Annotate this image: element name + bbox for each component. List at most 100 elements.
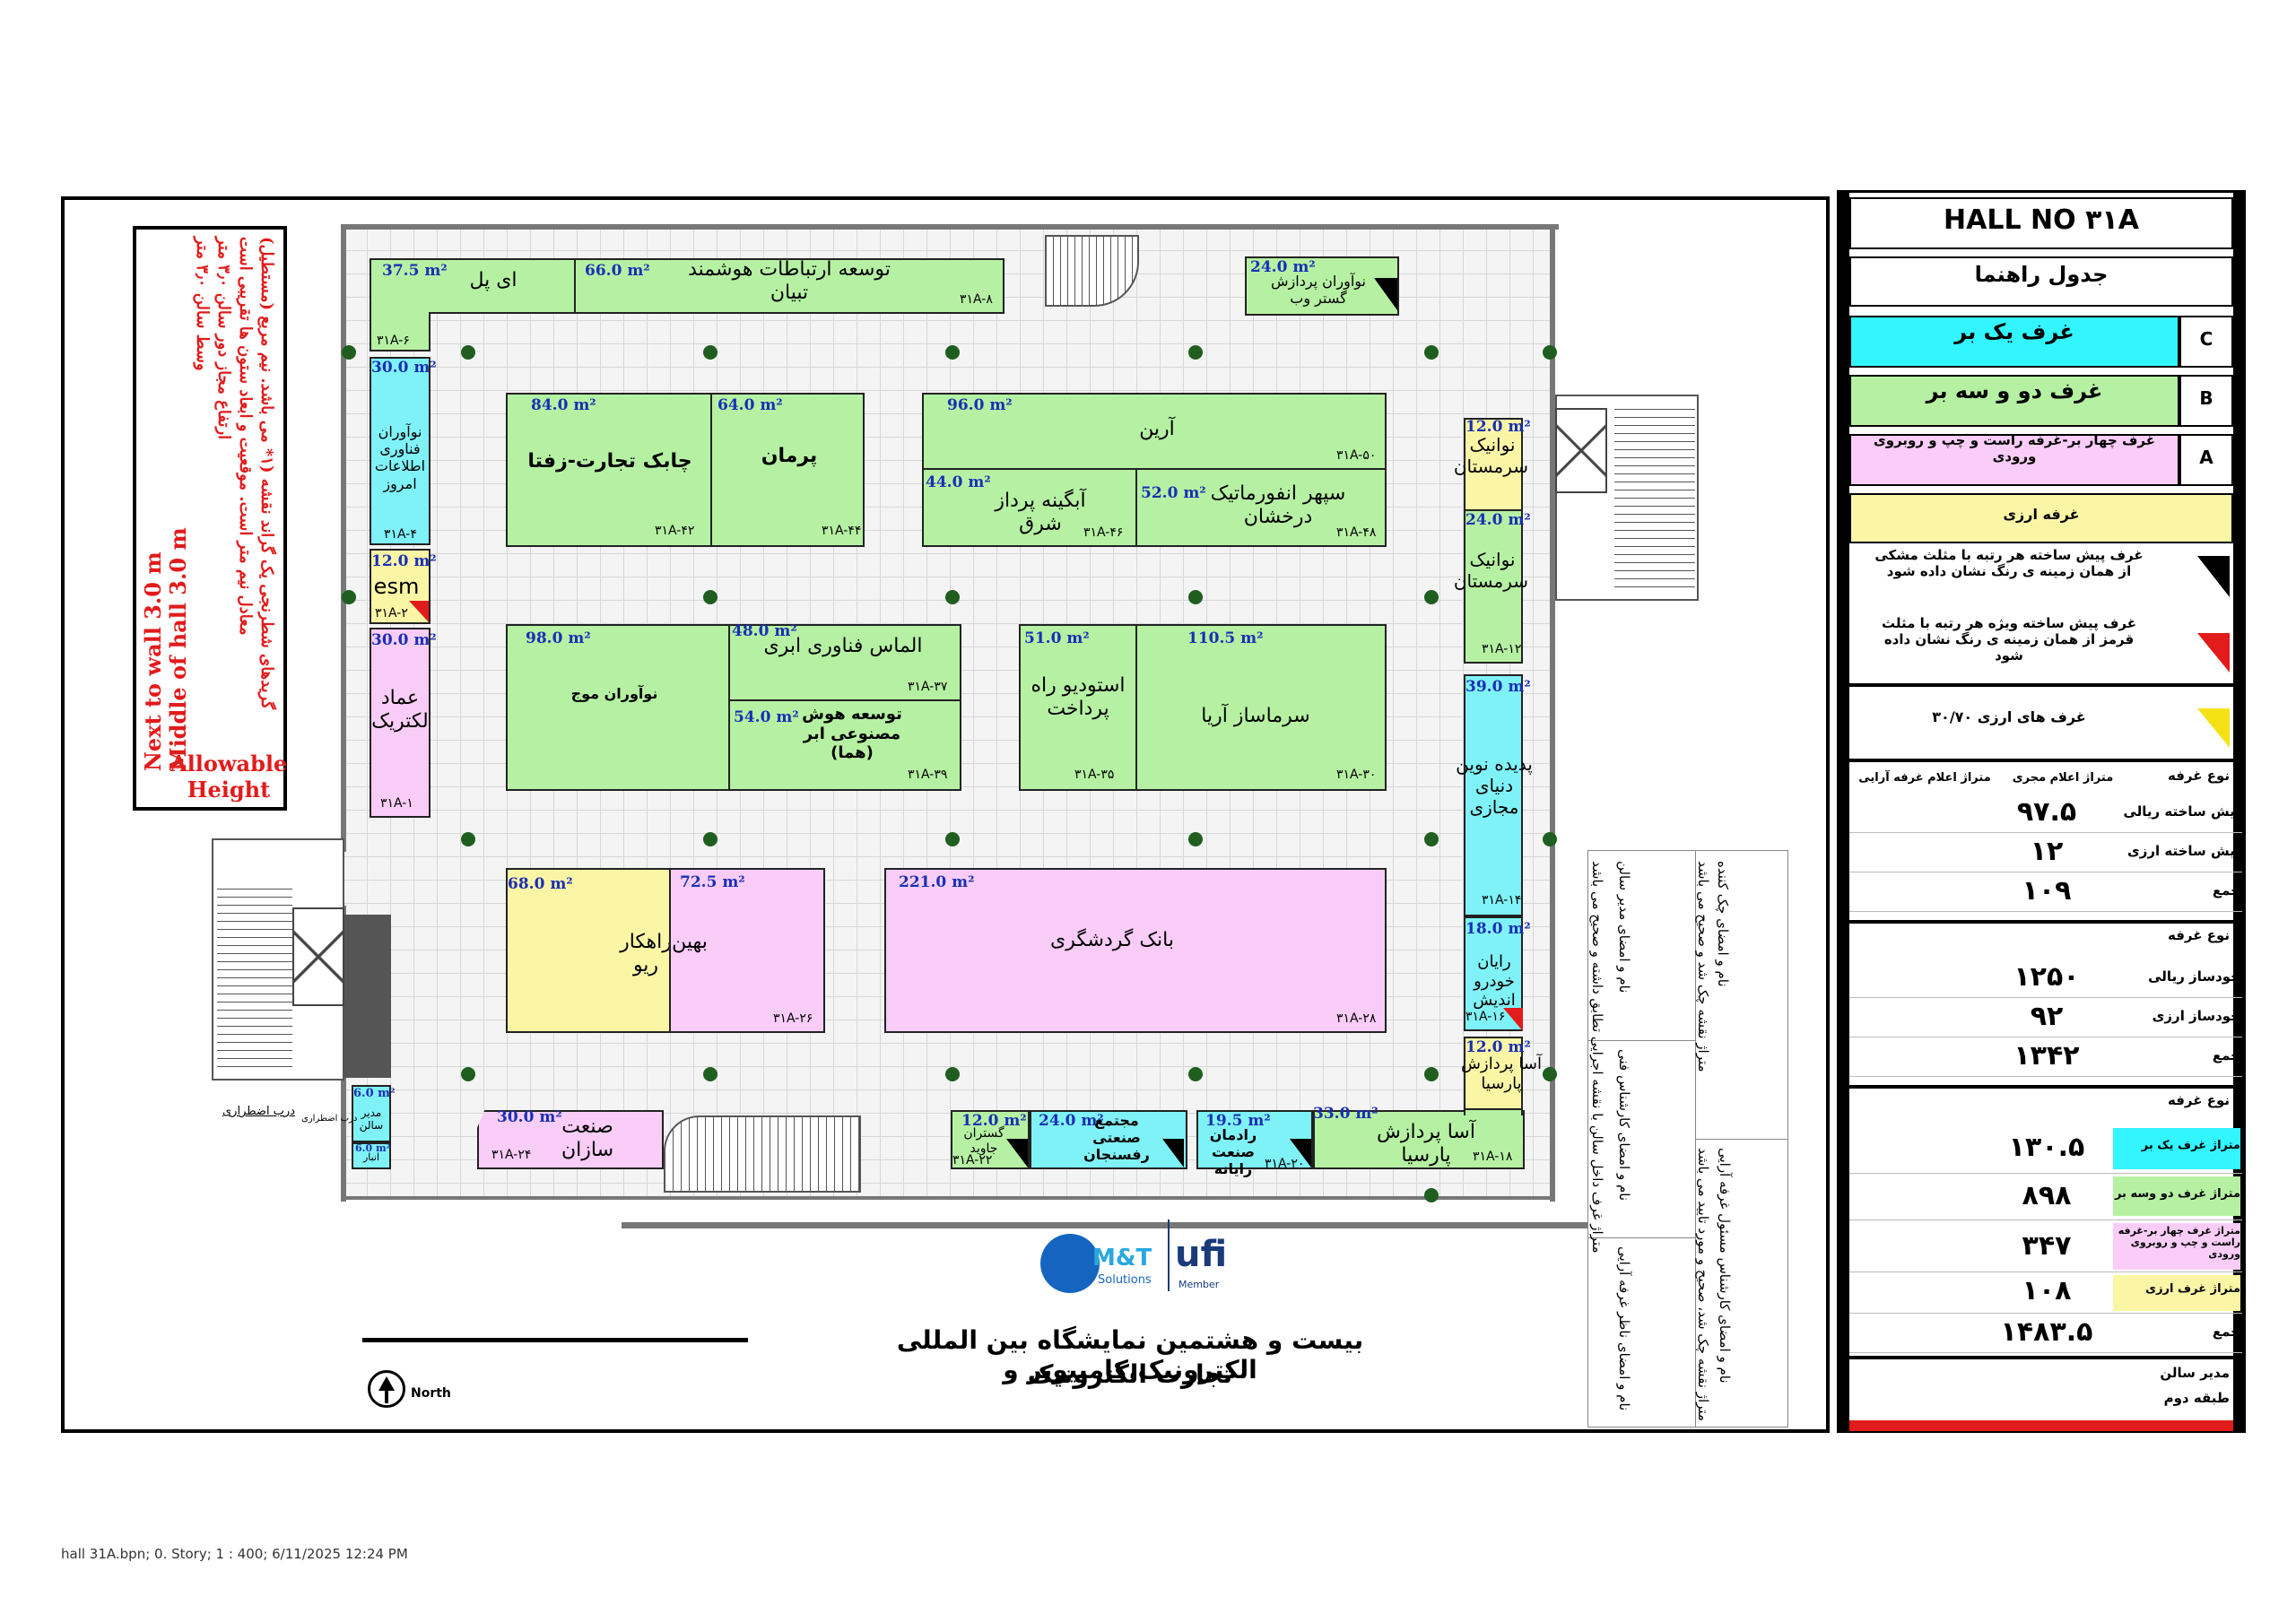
mt-logo-subtext: Solutions xyxy=(1098,1273,1152,1287)
booth-name: نوانیک سرمستان xyxy=(1453,549,1528,592)
mt-logo-globe-icon xyxy=(1040,1234,1100,1293)
stats-floor: طبقه دوم xyxy=(2163,1390,2230,1406)
legend-red-bar xyxy=(1849,1420,2233,1431)
booth-31a-10[interactable] xyxy=(1245,256,1399,316)
booth-code: ۳۱A-۴۸ xyxy=(1336,525,1377,540)
booth-31a-48[interactable] xyxy=(1135,468,1387,547)
legend-black-triangle xyxy=(2197,556,2230,597)
booth-name: نوانیک سرمستان xyxy=(1453,434,1528,477)
booth-name: الماس فناوری ابری xyxy=(763,635,923,657)
booth-code: ۳۱A-۲۸ xyxy=(1336,1011,1377,1026)
north-label: North xyxy=(411,1386,451,1401)
booth-name: عماد لکتریک xyxy=(371,687,429,733)
stat-swatch xyxy=(2113,1223,2240,1270)
ufi-logo: ufi Member xyxy=(1175,1227,1229,1295)
booth-name: آسا پردازش پارسیا xyxy=(1461,1055,1542,1093)
prefab-black-triangle xyxy=(1162,1139,1184,1167)
booth-31a-44[interactable] xyxy=(710,393,865,547)
north-arrow-icon xyxy=(368,1370,405,1408)
stat-label: متراژ غرف دو وسه بر xyxy=(2114,1187,2240,1201)
right-elevator xyxy=(1555,408,1607,493)
booth-31a-4[interactable] xyxy=(370,357,430,545)
booth-code: ۳۱A-۳۰ xyxy=(1336,768,1377,782)
booth-31a-14[interactable] xyxy=(1464,674,1523,916)
column xyxy=(1424,590,1439,604)
stat-value: ۸۹۸ xyxy=(2022,1180,2072,1211)
stat-swatch xyxy=(2113,1128,2240,1169)
booth-31a-24[interactable] xyxy=(477,1110,664,1169)
booth-name: انبار xyxy=(362,1151,380,1163)
signature-text-1: متراژ غرف داخل سالن با نقشه اجرایی تطابق… xyxy=(1589,861,1605,1254)
booth-31a-1[interactable] xyxy=(370,628,430,818)
booth-area: 24.0 m² xyxy=(1039,1112,1104,1130)
booth-name: مدیر سالن xyxy=(359,1107,384,1133)
column xyxy=(945,590,960,604)
booth-31a-18[interactable] xyxy=(1313,1110,1525,1169)
booth-code: ۳۱A-۴۴ xyxy=(822,524,862,538)
booth-code: ۳۱A-۲۴ xyxy=(491,1148,532,1162)
note-en-2: Middle of hall 3.0 m xyxy=(165,527,191,771)
booth-31a-6-leg[interactable] xyxy=(370,312,430,352)
height-notes-inner: گریدهای شطرنجی یک گراند نقشه (۱* می باشد… xyxy=(140,233,280,803)
booth-31a-28[interactable] xyxy=(884,868,1387,1033)
column xyxy=(461,1067,475,1081)
column xyxy=(1424,345,1439,360)
column xyxy=(703,590,718,604)
left-dark-wall xyxy=(344,915,391,1078)
booth-31a-39[interactable] xyxy=(728,699,961,791)
prefab-black-triangle xyxy=(1006,1139,1028,1167)
column xyxy=(1424,1067,1439,1081)
booth-code: ۳۱A-۳۷ xyxy=(908,680,948,694)
column xyxy=(1543,832,1557,846)
booth-mojtama-rafsanjan[interactable] xyxy=(1030,1110,1187,1169)
height-notes-box xyxy=(133,226,287,811)
booth-31a-30[interactable] xyxy=(1135,624,1387,791)
stat-label: متراژ غرف ارزی xyxy=(2145,1282,2240,1296)
booth-hall-manager[interactable] xyxy=(352,1085,391,1142)
booth-name: مجتمع صنعتی رفسنجان xyxy=(1083,1112,1150,1164)
booth-rahkar-rio[interactable] xyxy=(506,868,671,1033)
legend-row-fx xyxy=(1849,493,2233,543)
emergency-door-label: درب اضطراری xyxy=(222,1105,295,1118)
booth-area: 6.0 m² xyxy=(355,1142,391,1154)
legend-title-cell xyxy=(1849,256,2233,307)
booth-area: 48.0 m² xyxy=(732,622,797,640)
booth-name: بهین xyxy=(672,931,708,953)
booth-name: رایان خودرو اندیش xyxy=(1473,952,1516,1011)
booth-code: ۳۱A-۴۲ xyxy=(655,524,695,538)
stats-manager: مدیر سالن xyxy=(2160,1365,2230,1381)
stat-value: ۱۰۸ xyxy=(2022,1275,2072,1306)
event-title-line-1: بیست و هشتمین نمایشگاه بین المللی الکترو… xyxy=(896,1325,1364,1384)
booth-code: ۳۱A-۴۶ xyxy=(1083,525,1124,540)
booth-area: 30.0 m² xyxy=(497,1108,562,1126)
booth-31a-18-leg[interactable] xyxy=(1464,1108,1523,1115)
stats-header-exec: متراژ اعلام مجری xyxy=(2012,771,2114,785)
stats-group2-header: نوع غرفه xyxy=(2167,927,2230,943)
booth-area: 24.0 m² xyxy=(1250,258,1316,276)
emergency-door-small-label: درب اضطراری xyxy=(301,1114,358,1124)
booth-novanik-fx[interactable] xyxy=(1464,418,1523,511)
right-stair-steps xyxy=(1614,402,1695,595)
booth-31a-50[interactable] xyxy=(922,393,1387,470)
booth-31a-8[interactable] xyxy=(574,258,1004,314)
booth-area: 12.0 m² xyxy=(371,552,437,570)
booth-31a-26[interactable] xyxy=(669,868,825,1033)
column xyxy=(1188,590,1203,604)
legend-label-a: غرف چهار بر-غرفه راست و چپ و روبروی ورود… xyxy=(1874,432,2155,464)
booth-storage[interactable] xyxy=(352,1142,391,1169)
booth-asa-fx[interactable] xyxy=(1464,1037,1523,1112)
booth-name: پدیده نوین دنیای مجازی xyxy=(1456,753,1533,818)
booth-area: 30.0 m² xyxy=(371,359,437,377)
signature-text-5: متراژ نقشه چک شد و صحیح می باشد xyxy=(1695,861,1711,1072)
legend-letter-c: C xyxy=(2199,328,2213,350)
signature-text-7: متراژ نقشه چک شد، صحیح و مورد تایید می ب… xyxy=(1695,1148,1711,1421)
booth-area: 18.0 m² xyxy=(1465,920,1531,938)
booth-nouavaran-mouj[interactable] xyxy=(506,624,730,791)
booth-31a-46[interactable] xyxy=(922,468,1137,547)
stats-row: ۳۴۷ متراژ غرف چهار بر-غرفه راست و چپ و ر… xyxy=(1849,1221,2242,1272)
legend-letter-c-cell xyxy=(2179,316,2233,368)
stats-row: ۱۳۰.۵ متراژ غرف یک بر xyxy=(1849,1126,2242,1174)
booth-31a-12[interactable] xyxy=(1464,509,1523,664)
title-underline xyxy=(362,1338,748,1342)
booth-area: 64.0 m² xyxy=(718,396,783,414)
